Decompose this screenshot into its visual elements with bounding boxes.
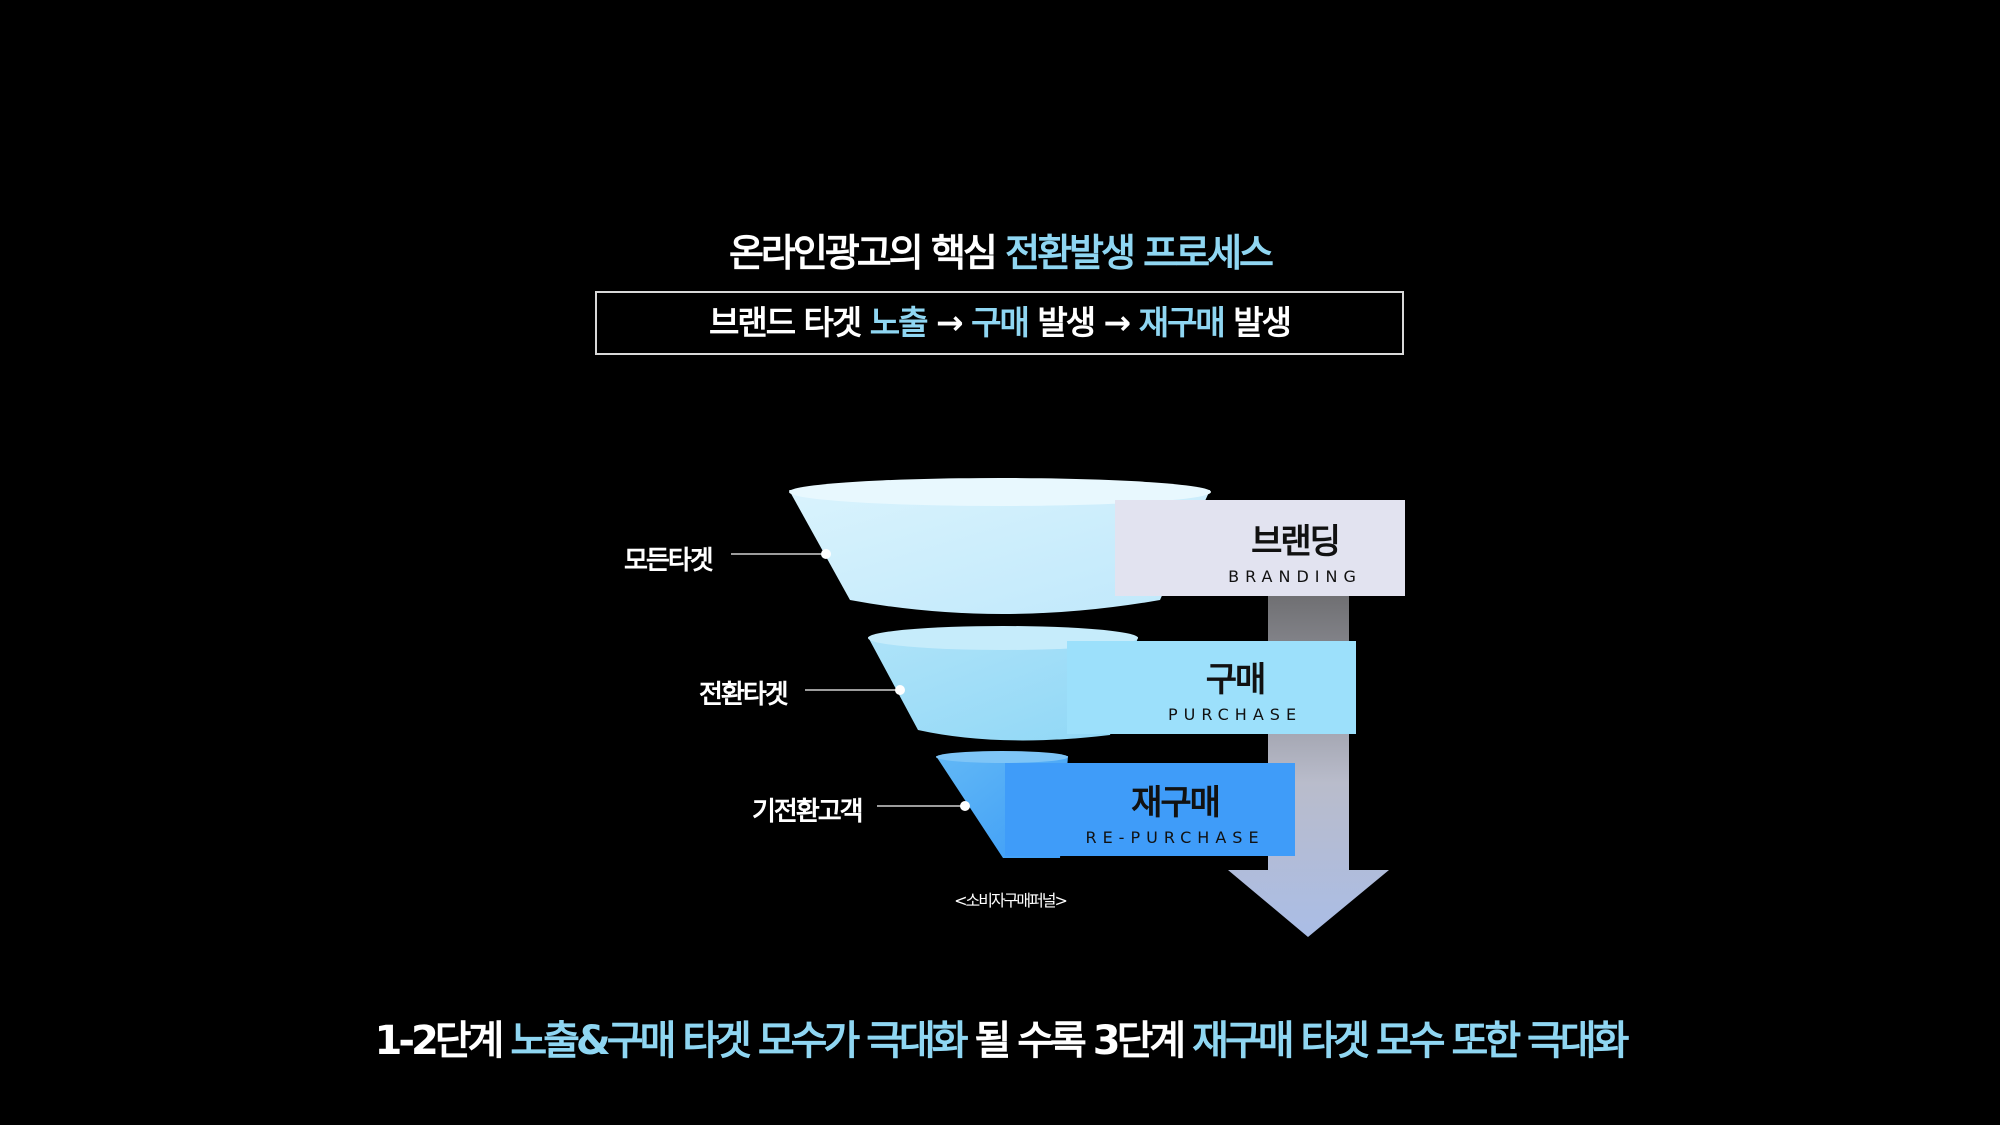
leader-line-1: [731, 549, 831, 559]
stage-label-all-targets: 모든타겟: [624, 546, 714, 576]
purchase-label: 구매 PURCHASE: [1100, 652, 1370, 724]
summary-text-1: 브랜드 타겟: [708, 303, 870, 342]
summary-highlight-repurchase: 재구매: [1138, 303, 1226, 342]
repurchase-label: 재구매 RE-PURCHASE: [1040, 775, 1310, 847]
purchase-title: 구매: [1205, 660, 1267, 700]
purchase-subtitle: PURCHASE: [1167, 705, 1303, 724]
conclusion-highlight-1: 노출&구매 타겟 모수가 극대화: [510, 1018, 968, 1064]
repurchase-box: [1005, 763, 1295, 856]
leader-line-3: [877, 801, 970, 811]
summary-text-3: 발생: [1223, 303, 1292, 342]
summary-text-2: 발생 →: [1027, 303, 1139, 342]
funnel-layer-1: [789, 478, 1211, 614]
process-summary-box: 브랜드 타겟 노출 → 구매 발생 → 재구매 발생: [595, 291, 1404, 355]
branding-title: 브랜딩: [1251, 522, 1341, 562]
summary-arrow-1: →: [926, 303, 972, 342]
stage-label-conversion-targets: 전환타겟: [699, 680, 789, 710]
purchase-box: [1067, 641, 1356, 734]
conclusion-part-2: 될 수록 3단계: [964, 1018, 1193, 1064]
branding-box: [1115, 500, 1405, 596]
summary-highlight-exposure: 노출: [869, 303, 929, 342]
summary-highlight-purchase: 구매: [971, 303, 1030, 342]
funnel-caption: <소비자구매퍼널>: [954, 891, 1068, 910]
conclusion-text: 1-2단계 노출&구매 타겟 모수가 극대화 될 수록 3단계 재구매 타겟 모…: [0, 1008, 2000, 1066]
stage-label-existing-customers: 기전환고객: [752, 797, 864, 827]
branding-label: 브랜딩 BRANDING: [1160, 514, 1430, 586]
leader-line-2: [805, 685, 905, 695]
conclusion-part-1: 1-2단계: [374, 1018, 511, 1064]
title-highlight: 전환발생 프로세스: [1005, 231, 1274, 275]
repurchase-title: 재구매: [1131, 783, 1221, 823]
title-text: 온라인광고의 핵심: [728, 231, 1006, 275]
branding-subtitle: BRANDING: [1228, 567, 1362, 586]
page-title: 온라인광고의 핵심 전환발생 프로세스: [0, 222, 2000, 277]
conclusion-highlight-2: 재구매 타겟 모수 또한 극대화: [1192, 1018, 1629, 1064]
repurchase-subtitle: RE-PURCHASE: [1085, 828, 1265, 847]
